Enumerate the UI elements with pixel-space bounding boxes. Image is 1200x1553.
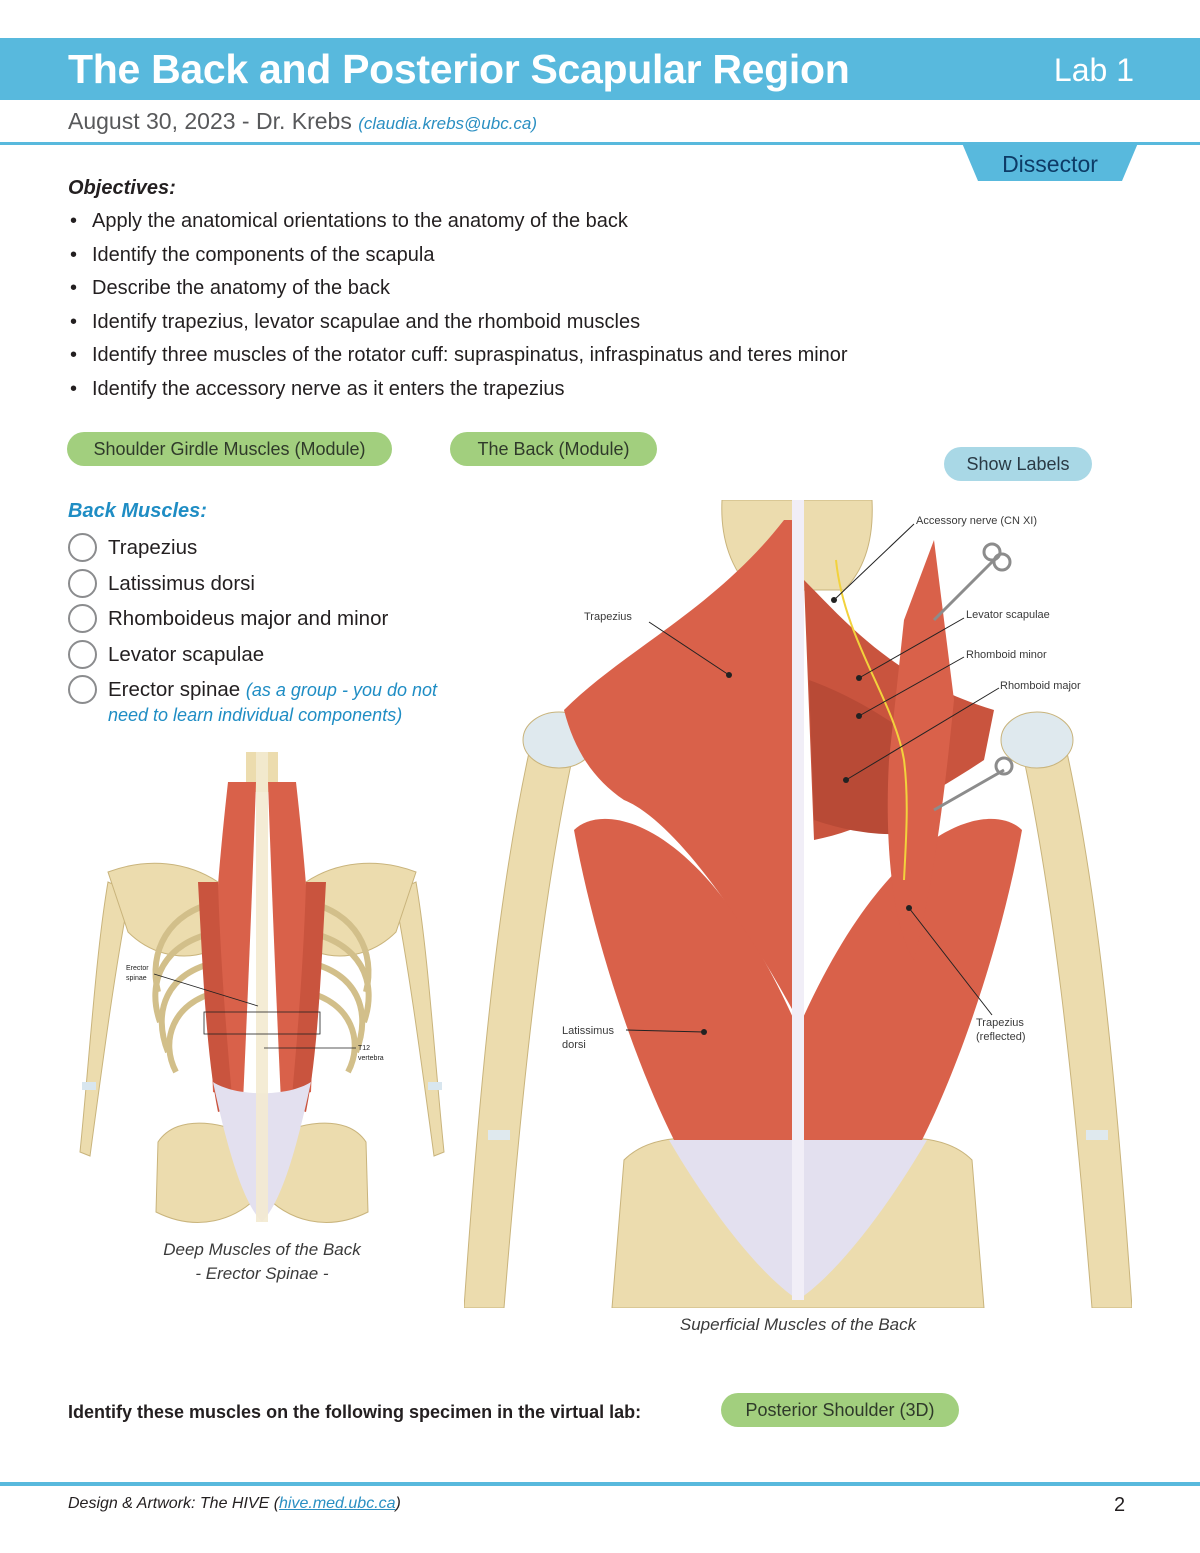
lab-number: Lab 1 xyxy=(1053,52,1134,88)
footer-link[interactable]: hive.med.ubc.ca xyxy=(279,1495,396,1512)
objectives-heading: Objectives: xyxy=(68,177,176,199)
deep-caption-line1: Deep Muscles of the Back xyxy=(163,1240,361,1259)
checkbox-circle[interactable] xyxy=(68,639,97,669)
label-rhomboid-minor: Rhomboid minor xyxy=(966,649,1047,661)
checkbox-circle[interactable] xyxy=(68,604,97,633)
back-module-button[interactable]: The Back (Module) xyxy=(450,432,657,466)
date-author-line: August 30, 2023 - Dr. Krebs (claudia.kre… xyxy=(68,106,537,139)
back-muscles-checklist: Trapezius Latissimus dorsi Rhomboideus m… xyxy=(68,530,437,709)
checkbox-circle[interactable] xyxy=(68,568,97,598)
header-rule xyxy=(0,142,1200,145)
deep-figure-caption: Deep Muscles of the Back - Erector Spina… xyxy=(112,1238,412,1286)
objective-item: Apply the anatomical orientations to the… xyxy=(68,205,848,239)
checklist-item-trapezius: Trapezius xyxy=(68,530,437,566)
label-levator-scapulae: Levator scapulae xyxy=(966,609,1050,621)
identify-instruction: Identify these muscles on the following … xyxy=(68,1402,642,1422)
footer-credit-end: ) xyxy=(395,1495,401,1512)
label-rhomboid-major: Rhomboid major xyxy=(1000,680,1081,692)
label-erector-1: Erector xyxy=(126,965,149,972)
checklist-label: Erector spinae xyxy=(108,678,241,701)
show-labels-button[interactable]: Show Labels xyxy=(944,447,1092,481)
erector-note: (as a group - you do not xyxy=(245,680,438,700)
dissector-tab: Dissector xyxy=(1002,151,1098,177)
checklist-item-erector: Erector spinae (as a group - you do not xyxy=(68,672,437,709)
objective-item: Identify the components of the scapula xyxy=(68,239,848,273)
page-title: The Back and Posterior Scapular Region xyxy=(68,46,850,92)
checklist-item-latissimus: Latissimus dorsi xyxy=(68,566,437,602)
footer-rule xyxy=(0,1482,1200,1486)
label-trapezius: Trapezius xyxy=(584,611,632,623)
checklist-item-levator: Levator scapulae xyxy=(68,637,437,673)
label-t12-1: T12 xyxy=(358,1045,370,1052)
date-author: August 30, 2023 - Dr. Krebs xyxy=(68,108,352,134)
checkbox-circle[interactable] xyxy=(68,533,97,562)
objective-item: Identify trapezius, levator scapulae and… xyxy=(68,306,848,340)
objective-item: Describe the anatomy of the back xyxy=(68,272,848,306)
posterior-shoulder-3d-button[interactable]: Posterior Shoulder (3D) xyxy=(721,1393,959,1427)
checklist-label: Rhomboideus major and minor xyxy=(108,607,389,630)
label-erector-2: spinae xyxy=(126,975,147,982)
dissector-tab-shape xyxy=(962,143,1138,181)
label-trapezius-reflected-1: Trapezius xyxy=(976,1017,1024,1029)
page-number: 2 xyxy=(1114,1494,1126,1516)
deep-muscles-illustration: Erector spinae T12 vertebra xyxy=(79,752,445,1223)
footer-credit-text: Design & Artwork: The HIVE ( xyxy=(68,1495,280,1512)
objective-item: Identify the accessory nerve as it enter… xyxy=(68,373,848,407)
objectives-list: Apply the anatomical orientations to the… xyxy=(68,205,848,406)
author-email[interactable]: (claudia.krebs@ubc.ca) xyxy=(358,114,538,133)
erector-note-continued: need to learn individual components) xyxy=(108,705,403,725)
label-trapezius-reflected-2: (reflected) xyxy=(976,1031,1026,1043)
label-latissimus-1: Latissimus xyxy=(562,1025,614,1037)
label-latissimus-2: dorsi xyxy=(562,1039,586,1051)
shoulder-girdle-module-button[interactable]: Shoulder Girdle Muscles (Module) xyxy=(67,432,392,466)
superficial-figure-caption: Superficial Muscles of the Back xyxy=(679,1315,917,1334)
title-bar xyxy=(0,38,1200,100)
checklist-label: Levator scapulae xyxy=(108,642,265,666)
label-t12-2: vertebra xyxy=(358,1055,384,1062)
back-muscles-heading: Back Muscles: xyxy=(68,500,207,522)
deep-caption-line2: - Erector Spinae - xyxy=(195,1264,329,1283)
checklist-label: Latissimus dorsi xyxy=(108,571,255,595)
checklist-item-rhomboid: Rhomboideus major and minor xyxy=(68,601,437,637)
label-accessory-nerve: Accessory nerve (CN XI) xyxy=(916,515,1037,527)
superficial-muscles-illustration: Accessory nerve (CN XI) Trapezius Levato… xyxy=(464,500,1132,1308)
checklist-label: Trapezius xyxy=(108,536,198,559)
checkbox-circle[interactable] xyxy=(68,675,97,704)
objective-item: Identify three muscles of the rotator cu… xyxy=(68,339,848,373)
footer-credit: Design & Artwork: The HIVE (hive.med.ubc… xyxy=(68,1492,401,1516)
